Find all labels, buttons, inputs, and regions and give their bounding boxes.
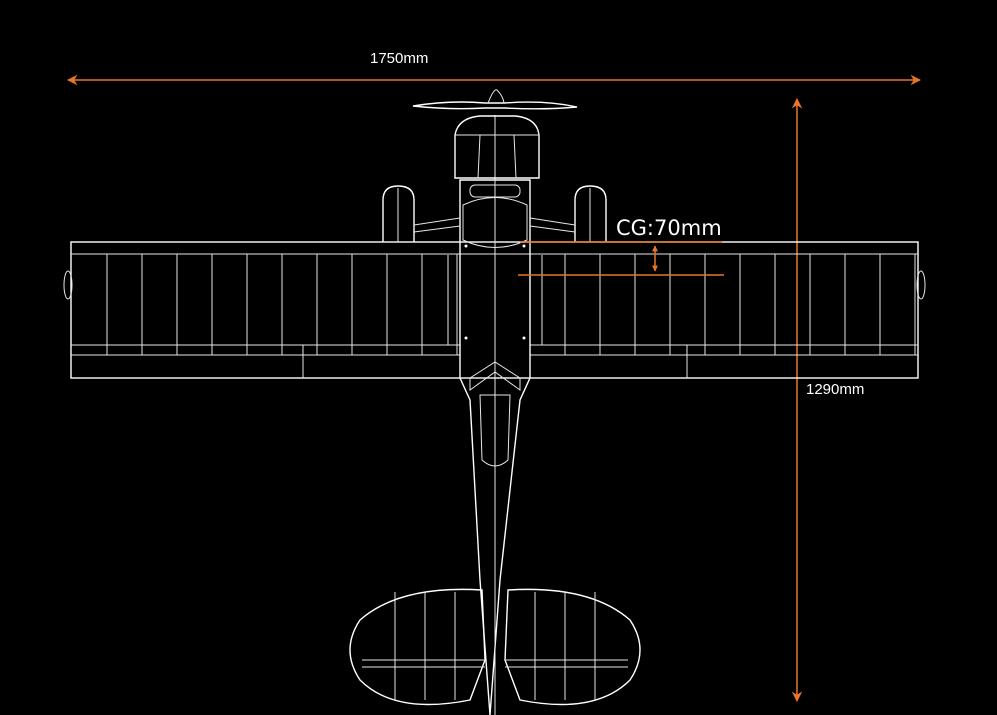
fuselage [447, 115, 543, 715]
horizontal-stabilizer [349, 588, 641, 706]
length-label: 1290mm [806, 381, 865, 398]
propeller [412, 89, 578, 110]
engine-cowling [454, 115, 540, 179]
wingspan-label: 1750mm [370, 50, 429, 67]
main-wing [63, 241, 926, 379]
cg-label: CG:70mm [616, 216, 722, 240]
landing-gear [382, 185, 607, 242]
cg-marker [518, 241, 724, 276]
